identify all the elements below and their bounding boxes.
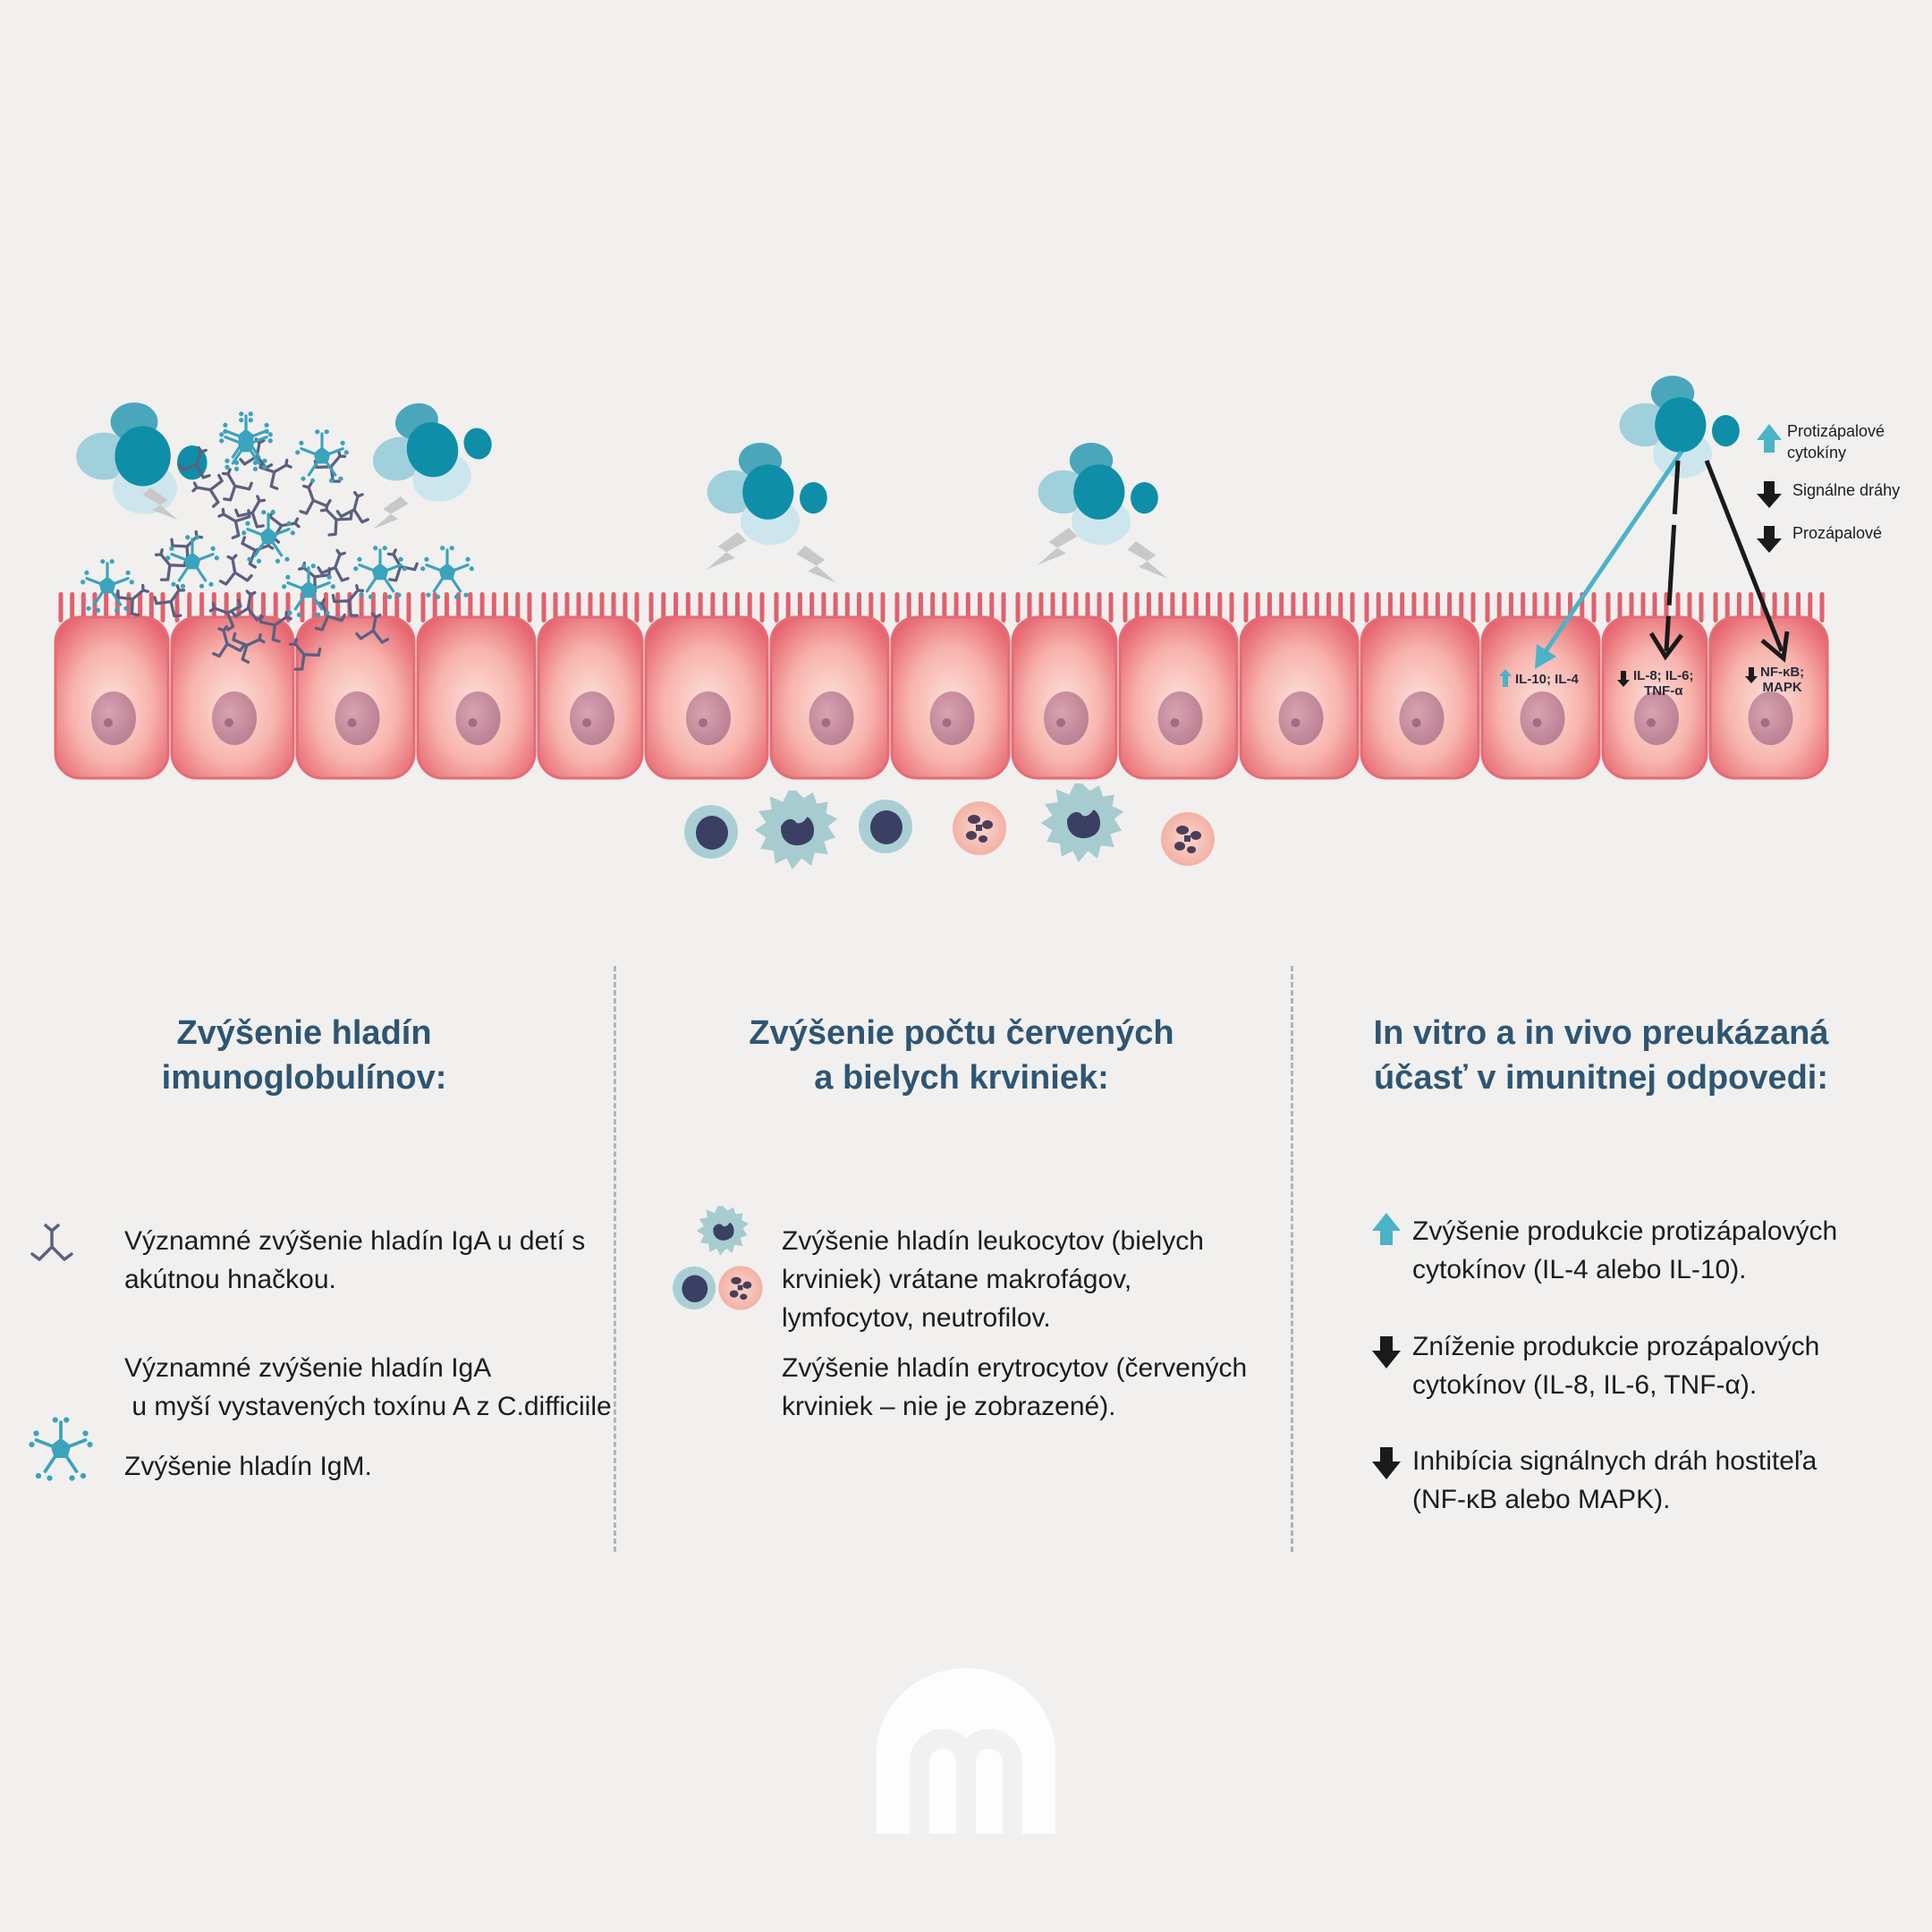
macrophage-2 — [1040, 783, 1124, 863]
cell-nucleus — [1748, 691, 1793, 745]
heading-immune-response: In vitro a in vivo preukázaná účasť v im… — [1373, 1014, 1829, 1097]
cell-label-arrows — [1499, 667, 1758, 687]
yeast-cluster-2 — [360, 386, 504, 517]
epithelial-cell — [1118, 592, 1239, 780]
neutrophil-1 — [953, 801, 1006, 855]
epithelial-cell — [54, 592, 170, 780]
neutrophil-2 — [1161, 812, 1215, 866]
cell-label-il8: IL-8; IL-6; TNF-α — [1633, 668, 1694, 699]
igM-text: Zvýšenie hladín IgM. — [124, 1452, 372, 1481]
blood-cells-row — [684, 783, 1215, 870]
epithelial-cell — [1360, 592, 1480, 780]
cell-nucleus — [455, 691, 501, 745]
yeast-cluster-1 — [76, 402, 208, 514]
epithelial-cell — [1480, 592, 1601, 780]
igm-icon — [27, 1415, 95, 1483]
legend-arrows — [1757, 424, 1782, 553]
yeast-cluster-3 — [707, 443, 827, 546]
lymphocyte-2 — [859, 800, 912, 853]
igA-mice-text: Významné zvýšenie hladín IgA u myší vyst… — [124, 1353, 612, 1421]
column-divider-1 — [614, 966, 616, 1552]
cell-nucleus — [570, 691, 614, 745]
epithelial-cell — [537, 592, 644, 780]
cell-nucleus — [91, 691, 136, 745]
watermark-logo — [877, 1668, 1055, 1834]
antibody — [215, 552, 254, 587]
epithelial-cell — [295, 592, 416, 780]
cell-nucleus — [929, 691, 975, 745]
leukocytes-text: Zvýšenie hladín leukocytov (bielych krvi… — [782, 1226, 1204, 1333]
signal-inhibition-text: Inhibícia signálnych dráh hostiteľa (NF-… — [1412, 1446, 1818, 1514]
white-blood-cells-icon — [673, 1206, 763, 1310]
arrow-down-icon — [1757, 526, 1782, 553]
cell-nucleus — [212, 691, 257, 745]
legend-anti-inflammatory: Protizápalové cytokíny — [1787, 420, 1885, 463]
cell-nucleus — [1399, 691, 1445, 745]
yeast-cluster-4 — [1038, 443, 1158, 546]
arrow-down-icon — [1757, 481, 1782, 508]
cell-nucleus — [686, 691, 731, 745]
cell-nucleus — [335, 691, 380, 745]
macrophage-1 — [754, 790, 838, 870]
anti-inflammatory-text: Zvýšenie produkcie protizápalových cytok… — [1412, 1216, 1838, 1284]
arrow-down-icon — [1372, 1447, 1401, 1479]
cell-nucleus — [1278, 691, 1324, 745]
cell-label-il10: IL-10; IL-4 — [1515, 672, 1579, 687]
antibody — [256, 448, 299, 493]
legend-up-label-2: cytokíny — [1787, 444, 1847, 462]
legend-pro-inflammatory: Prozápalové — [1792, 524, 1883, 542]
cell-nucleus — [1634, 691, 1679, 745]
igA-children-text: Významné zvýšenie hladín IgA u detí s ak… — [124, 1226, 586, 1294]
cell-nucleus — [1044, 691, 1089, 745]
legend-signal-pathways: Signálne dráhy — [1792, 481, 1901, 499]
column-divider-2 — [1291, 966, 1293, 1552]
heading-immunoglobulins: Zvýšenie hladín imunoglobulínov: — [161, 1014, 447, 1097]
lymphocyte-1 — [684, 805, 738, 859]
cell-label-nfkb: NF-κB; MAPK — [1760, 665, 1805, 695]
igm — [419, 544, 476, 601]
epithelial-cell — [890, 592, 1011, 780]
epithelial-cell — [769, 592, 890, 780]
arrow-up-icon — [1757, 424, 1782, 453]
legend-up-label: Protizápalové — [1787, 422, 1885, 440]
cell-nucleus — [809, 691, 854, 745]
pro-inflammatory-text: Zníženie produkcie prozápalových cytokín… — [1412, 1332, 1820, 1400]
epithelial-cell — [416, 592, 537, 780]
erythrocytes-text: Zvýšenie hladín erytrocytov (červených k… — [782, 1353, 1248, 1421]
epithelial-cell — [170, 592, 295, 780]
cell-nucleus — [1157, 691, 1203, 745]
signal-arrows — [1535, 450, 1790, 669]
epithelial-cell — [644, 592, 769, 780]
heading-blood-cells: Zvýšenie počtu červených a bielych krvin… — [749, 1014, 1174, 1097]
cell-nucleus — [1520, 691, 1565, 745]
epithelial-cell — [1011, 592, 1118, 780]
antibody-icon — [30, 1224, 73, 1261]
epithelial-cells — [54, 592, 1829, 780]
epithelial-cell — [1239, 592, 1360, 780]
toxin-bolts — [142, 487, 1168, 583]
arrow-down-icon — [1372, 1336, 1401, 1368]
epithelial-cell — [1708, 592, 1829, 780]
epithelial-cell — [1601, 592, 1708, 780]
arrow-up-icon — [1372, 1213, 1401, 1245]
